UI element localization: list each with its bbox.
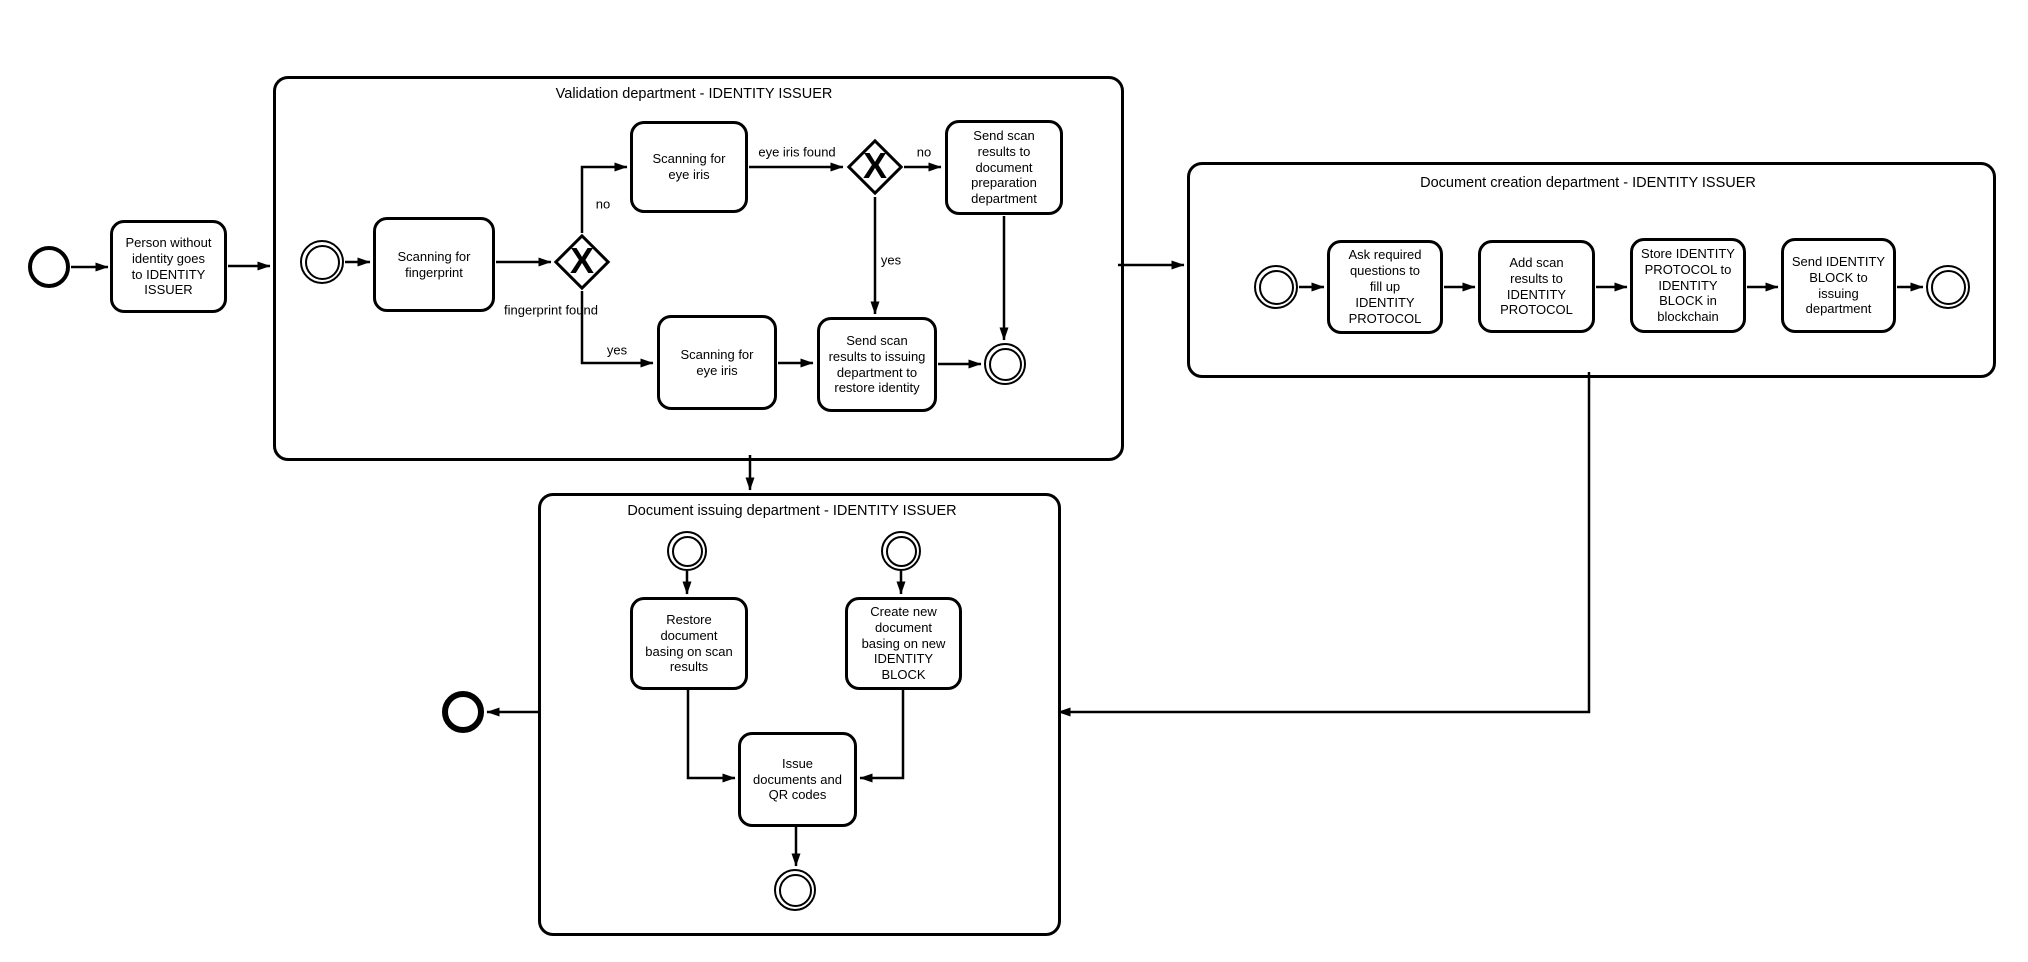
start-event-creation (1254, 265, 1298, 309)
gateway-eye-iris-found: X (846, 138, 904, 196)
task-scanning-fingerprint: Scanning for fingerprint (373, 217, 495, 312)
pool-label-creation: Document creation department - IDENTITY … (1420, 175, 1756, 191)
event-inner-ring (885, 535, 917, 567)
task-send-identity-block: Send IDENTITY BLOCK to issuing departmen… (1781, 238, 1896, 333)
event-inner-ring (988, 347, 1022, 381)
start-event-issuing-create (881, 531, 921, 571)
task-restore-document: Restore document basing on scan results (630, 597, 748, 690)
flow-creation-to-issuing-pool (1057, 372, 1591, 717)
flow-restore-to-issue (686, 690, 736, 783)
edge-label-iris-no: no (916, 144, 932, 160)
flow-gateway-no-to-iris-top (580, 162, 628, 233)
task-person-without-identity: Person without identity goes to IDENTITY… (110, 220, 227, 313)
edge-label-fingerprint-yes: yes (606, 342, 628, 358)
end-event-issuing (774, 869, 816, 911)
pool-validation-department (273, 76, 1124, 461)
exclusive-gateway-x-icon: X (862, 144, 887, 186)
task-add-scan-results: Add scan results to IDENTITY PROTOCOL (1478, 240, 1595, 333)
task-send-results-preparation: Send scan results to document preparatio… (945, 120, 1063, 215)
gateway-fingerprint-found: X (553, 233, 611, 291)
pool-label-validation: Validation department - IDENTITY ISSUER (555, 86, 833, 102)
task-create-new-document: Create new document basing on new IDENTI… (845, 597, 962, 690)
event-inner-ring (1930, 269, 1966, 305)
edge-label-eye-iris-found: eye iris found (758, 144, 836, 160)
event-inner-ring (778, 873, 812, 907)
task-store-identity-protocol: Store IDENTITY PROTOCOL to IDENTITY BLOC… (1630, 238, 1746, 333)
edge-label-fingerprint-no: no (595, 196, 611, 212)
end-event-creation (1926, 265, 1970, 309)
start-event-main (28, 246, 70, 288)
exclusive-gateway-x-icon: X (569, 239, 594, 281)
task-ask-required-questions: Ask required questions to fill up IDENTI… (1327, 240, 1443, 334)
task-send-results-issuing: Send scan results to issuing department … (817, 317, 937, 412)
event-inner-ring (1258, 269, 1294, 305)
pool-label-issuing: Document issuing department - IDENTITY I… (627, 503, 957, 519)
flow-gateway-yes-to-iris-bottom (580, 291, 654, 368)
start-event-validation (300, 240, 344, 284)
task-issue-documents-qr: Issue documents and QR codes (738, 732, 857, 827)
edge-label-fingerprint-found: fingerprint found (504, 302, 598, 318)
task-scanning-eye-iris-bottom: Scanning for eye iris (657, 315, 777, 410)
flow-create-to-issue (859, 690, 905, 783)
end-event-final (442, 691, 484, 733)
event-inner-ring (671, 535, 703, 567)
end-event-validation (984, 343, 1026, 385)
task-scanning-eye-iris-top: Scanning for eye iris (630, 121, 748, 213)
edge-label-iris-yes: yes (880, 252, 902, 268)
pool-document-creation-department (1187, 162, 1996, 378)
start-event-issuing-restore (667, 531, 707, 571)
event-inner-ring (304, 244, 340, 280)
